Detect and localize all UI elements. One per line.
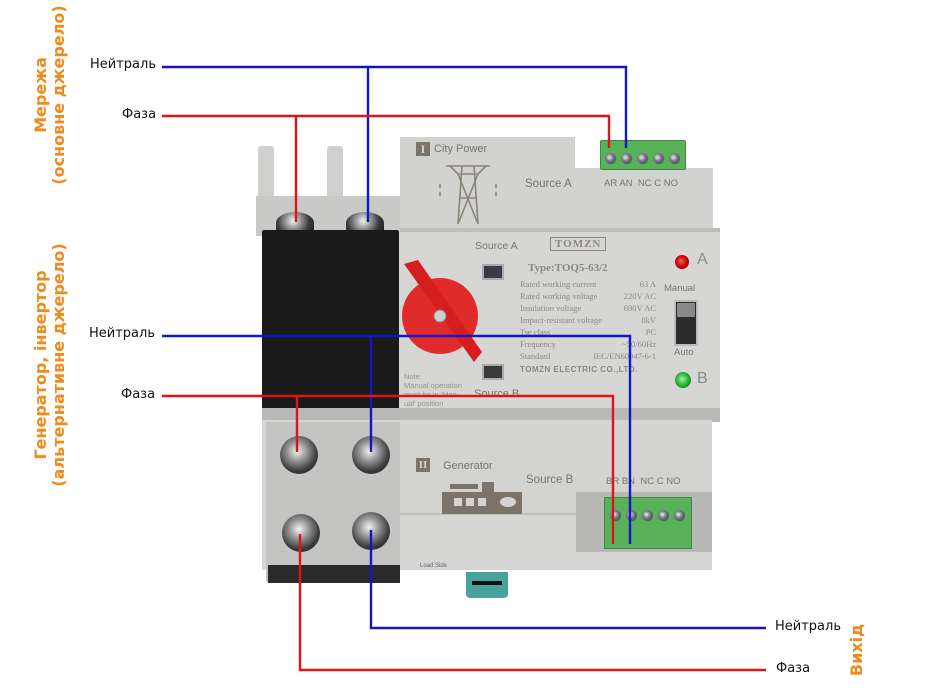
source-b-label: Source B xyxy=(526,474,574,486)
terminal-label-ar: AR xyxy=(604,178,618,189)
mode-switch-knob[interactable] xyxy=(677,303,695,317)
generator-title: Генератор, інвертор xyxy=(31,270,50,460)
spec-name: Standard xyxy=(520,351,551,361)
din-rail-groove xyxy=(262,408,720,422)
top-phase-screw xyxy=(276,212,314,234)
terminal-screw xyxy=(669,153,680,164)
gen-phase-screw xyxy=(280,436,318,474)
terminal-screw xyxy=(637,153,648,164)
terminal-label-no: NO xyxy=(666,476,681,487)
source-a-label: Source A xyxy=(525,178,572,190)
spec-name: Rated working current xyxy=(520,279,597,289)
spec-value: 8kV xyxy=(641,315,656,325)
terminal-label-nc: NC xyxy=(640,476,655,487)
spec-value: ~50/60Hz xyxy=(622,339,656,349)
load-side-label: Load Side xyxy=(420,563,448,569)
window-a-label: Source A xyxy=(475,240,518,252)
terminal-screw xyxy=(658,510,669,521)
output-section-label: Вихід xyxy=(847,617,866,683)
output-title: Вихід xyxy=(847,623,866,677)
terminal-screw xyxy=(605,153,616,164)
gen-neutral-label: Нейтраль xyxy=(89,326,155,341)
terminal-label-nc: NC xyxy=(637,178,652,189)
spec-name: Impact-resistant voltage xyxy=(520,315,602,325)
terminal-screw xyxy=(642,510,653,521)
mains-neutral-wire xyxy=(162,65,628,148)
indicator-b-led xyxy=(675,372,691,388)
type-label: Type:TOQ5-63/2 xyxy=(528,262,608,274)
out-phase-label: Фаза xyxy=(776,661,811,676)
spec-value: 690V AC xyxy=(623,303,656,313)
generator-subtitle: (альтернативне джерело) xyxy=(49,243,69,487)
panel-divider-top xyxy=(400,228,720,232)
note-line: ual' position xyxy=(404,399,444,408)
out-phase-wire xyxy=(298,534,766,672)
spec-name: Insulation voltage xyxy=(520,303,582,313)
source-a-terminal-block xyxy=(600,140,686,170)
mains-section-label: Мережа (основне джерело) xyxy=(31,0,69,190)
terminal-label-an: AN xyxy=(619,178,633,189)
terminal-screw xyxy=(674,510,685,521)
terminal-screw xyxy=(626,510,637,521)
mains-phase-wire xyxy=(162,114,611,148)
generator-label: Generator xyxy=(443,460,493,472)
spec-name: Frequency xyxy=(520,339,556,349)
terminal-label-c: C xyxy=(654,178,662,189)
mains-phase-label: Фаза xyxy=(122,107,157,122)
spec-name: Rated working voltage xyxy=(520,291,598,301)
din-clip[interactable] xyxy=(466,572,508,598)
indicator-a-label: A xyxy=(697,251,708,268)
city-power-label: City Power xyxy=(434,143,488,155)
spec-value: 220V AC xyxy=(623,291,656,301)
source-b-terminal-block xyxy=(604,497,692,549)
spec-value: IEC/EN60947-6-1 xyxy=(593,351,656,361)
mode-manual-label: Manual xyxy=(664,283,696,294)
top-fin-right xyxy=(327,146,343,206)
power-tower-icon xyxy=(439,165,497,225)
spec-value: PC xyxy=(645,327,656,337)
gen-phase-wire xyxy=(162,394,615,544)
terminal-label-c: C xyxy=(656,476,664,487)
din-clip-slot xyxy=(472,581,502,585)
terminal-label-no: NO xyxy=(663,178,678,189)
note-line: must be in 'Man- xyxy=(404,390,460,399)
generator-section-label: Генератор, інвертор (альтернативне джере… xyxy=(31,234,69,496)
source-a-window xyxy=(482,264,504,280)
terminal-screw xyxy=(653,153,664,164)
mode-switch[interactable] xyxy=(674,300,698,346)
mode-auto-label: Auto xyxy=(674,347,694,358)
indicator-a-led xyxy=(675,255,689,269)
source-a-panel-right xyxy=(575,168,713,232)
note-line: Manual operation xyxy=(404,381,462,390)
roman-i-badge: I xyxy=(416,142,430,156)
manual-operation-note: Note: Manual operation must be in 'Man- … xyxy=(404,372,462,408)
generator-icon xyxy=(442,482,522,514)
out-neutral-label: Нейтраль xyxy=(775,619,841,634)
brand-logo: TOMZN xyxy=(550,237,607,251)
manufacturer-label: TOMZN ELECTRIC CO.,LTD. xyxy=(520,365,638,374)
gen-phase-label: Фаза xyxy=(121,387,156,402)
mains-subtitle: (основне джерело) xyxy=(49,5,69,185)
terminal-screw xyxy=(610,510,621,521)
spec-value: 63 A xyxy=(639,279,656,289)
roman-ii-badge: II xyxy=(416,458,430,472)
source-b-window xyxy=(482,364,504,380)
terminal-label-bn: BN xyxy=(621,476,636,487)
mains-neutral-label: Нейтраль xyxy=(90,57,156,72)
note-line: Note: xyxy=(404,372,422,381)
terminal-screw xyxy=(621,153,632,164)
top-neutral-screw xyxy=(346,212,384,234)
indicator-b-label: B xyxy=(697,370,708,387)
terminal-cover xyxy=(262,230,399,418)
source-a-terminal-labels: AR AN NC C NO xyxy=(604,178,678,189)
gen-neutral-wire xyxy=(162,334,632,544)
mains-title: Мережа xyxy=(31,57,50,133)
top-fin-left xyxy=(258,146,274,206)
out-neutral-wire xyxy=(369,530,766,630)
spec-name: Tse class xyxy=(520,327,551,337)
